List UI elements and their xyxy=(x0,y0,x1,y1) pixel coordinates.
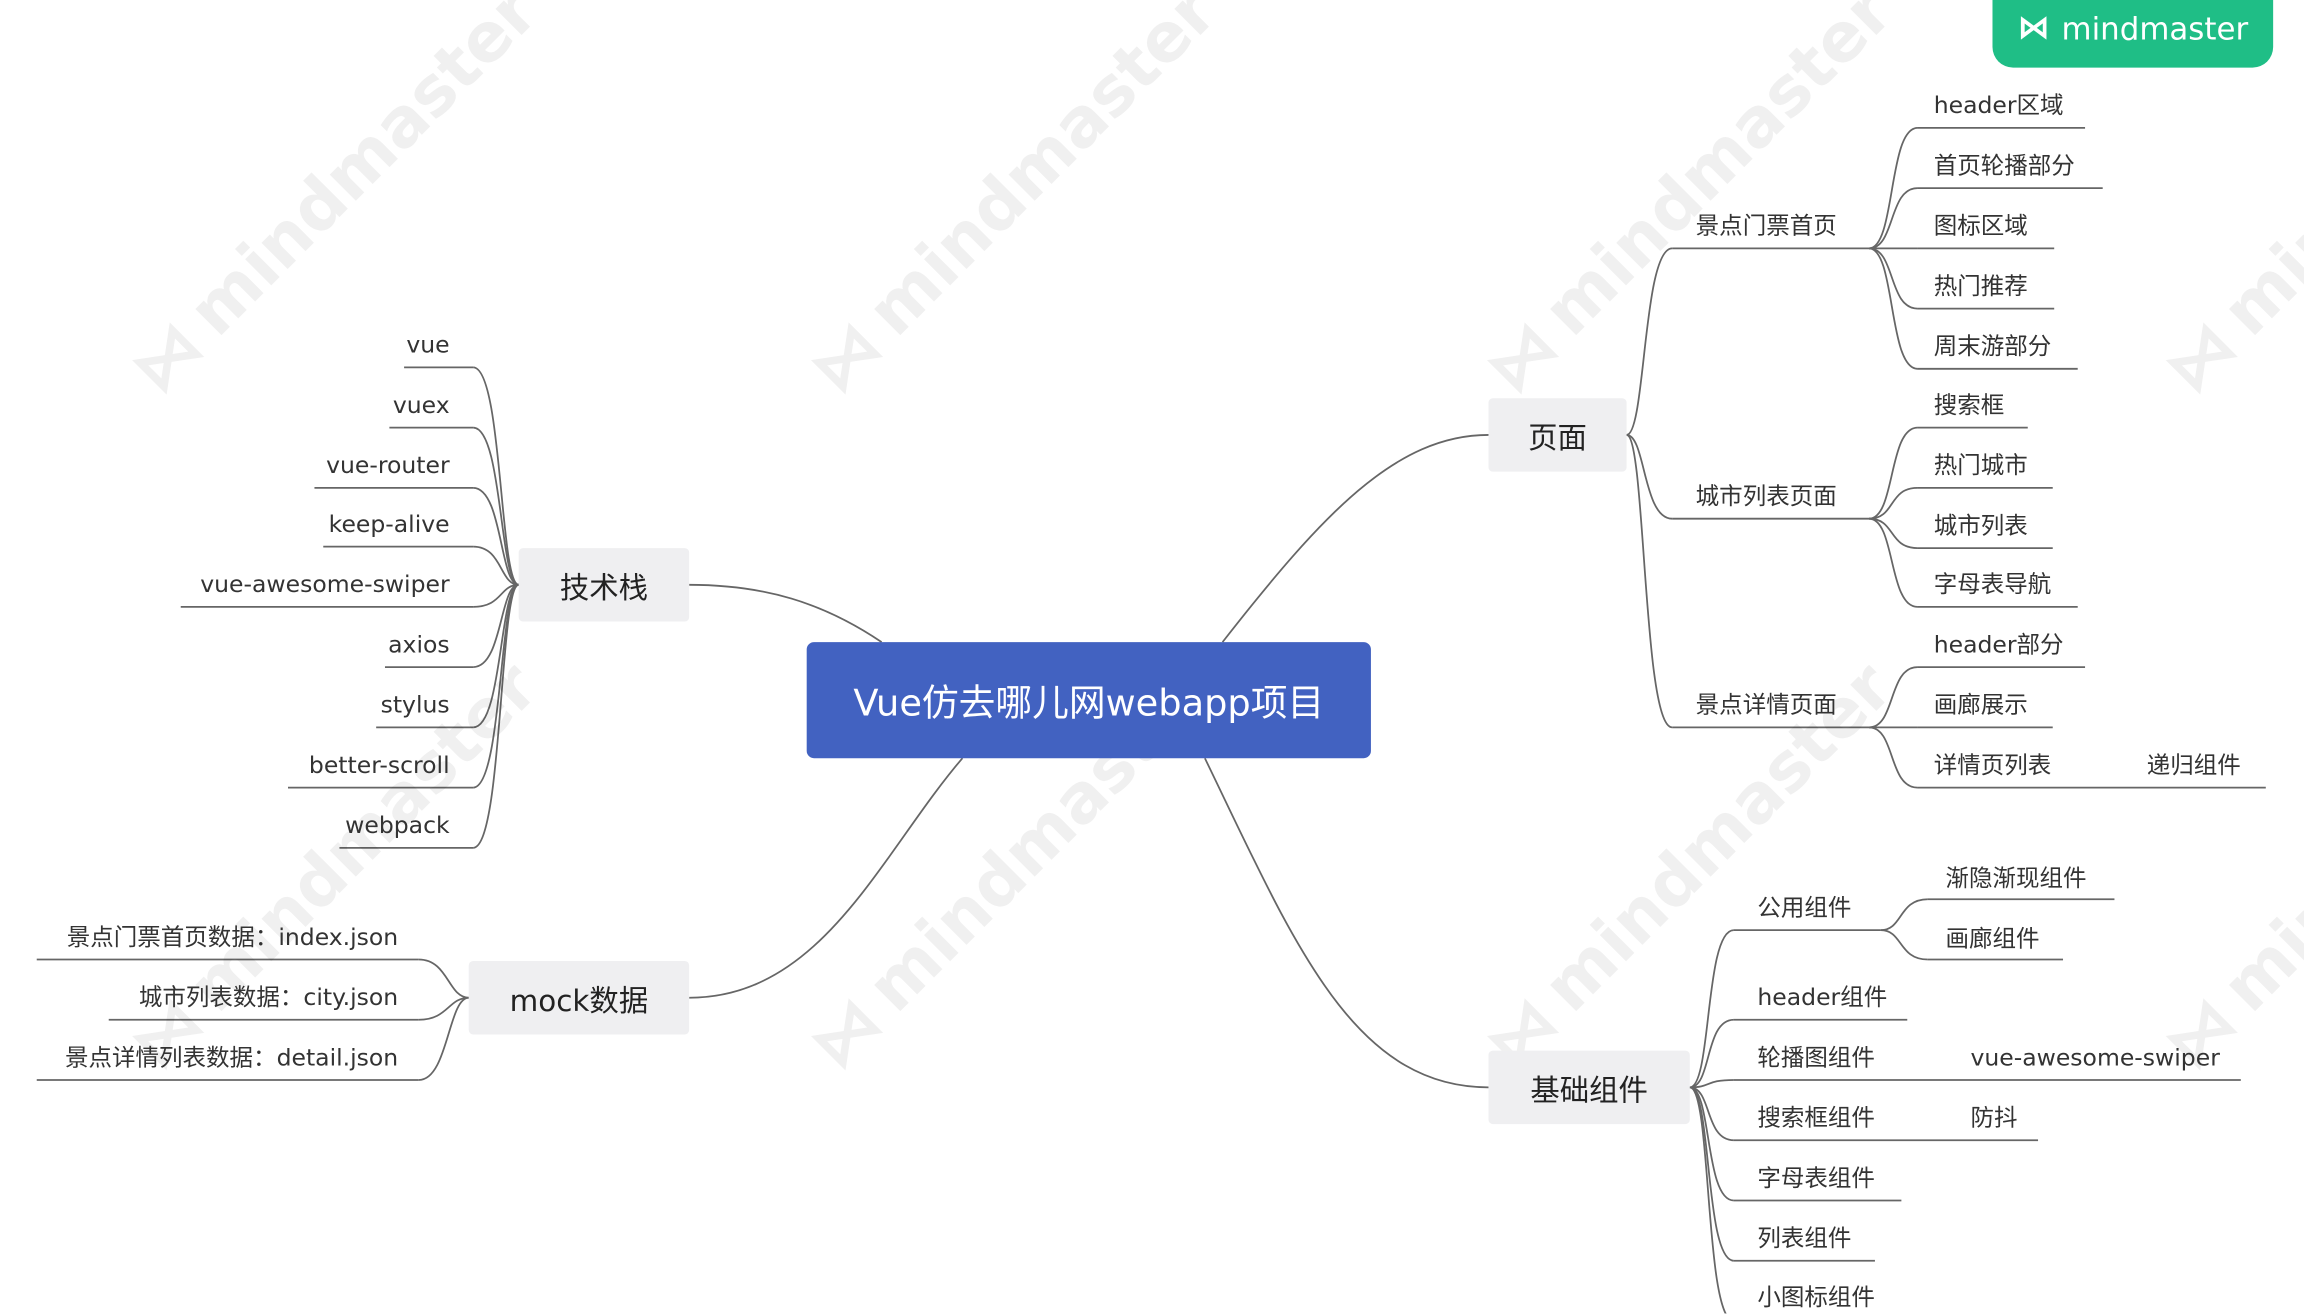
mock-item[interactable]: 景点门票首页数据：index.json xyxy=(66,922,399,951)
page-item[interactable]: header部分 xyxy=(1933,630,2064,659)
component-subitem[interactable]: 防抖 xyxy=(1970,1103,2018,1132)
mock-item[interactable]: 城市列表数据：city.json xyxy=(138,983,399,1011)
branch-tech-stack[interactable]: 技术栈 xyxy=(518,548,690,622)
branch-pages[interactable]: 页面 xyxy=(1488,398,1627,472)
page-item[interactable]: 城市列表 xyxy=(1933,511,2028,540)
page-group[interactable]: 景点详情页面 xyxy=(1695,690,1837,719)
tech-item[interactable]: better-scroll xyxy=(308,750,450,779)
component-subitem[interactable]: vue-awesome-swiper xyxy=(1970,1043,2220,1072)
page-item[interactable]: 搜索框 xyxy=(1933,390,2005,419)
page-item[interactable]: 画廊展示 xyxy=(1933,690,2028,719)
page-group[interactable]: 景点门票首页 xyxy=(1695,211,1837,240)
component-item[interactable]: header组件 xyxy=(1757,983,1888,1011)
tech-item[interactable]: vue-router xyxy=(326,451,450,480)
mindmaster-logo-icon: ⋈ xyxy=(2017,10,2050,48)
page-item[interactable]: 热门城市 xyxy=(1933,451,2028,480)
tech-item[interactable]: vue-awesome-swiper xyxy=(200,570,450,599)
component-subitem[interactable]: 画廊组件 xyxy=(1945,924,2040,953)
component-item[interactable]: 轮播图组件 xyxy=(1757,1043,1875,1072)
page-item[interactable]: 首页轮播部分 xyxy=(1933,151,2075,180)
component-item[interactable]: 小图标组件 xyxy=(1757,1282,1875,1311)
page-item[interactable]: 周末游部分 xyxy=(1933,332,2052,361)
branch-mock-data[interactable]: mock数据 xyxy=(468,960,690,1035)
branch-base-components[interactable]: 基础组件 xyxy=(1488,1050,1690,1125)
component-item[interactable]: 字母表组件 xyxy=(1757,1163,1875,1192)
tech-item[interactable]: webpack xyxy=(345,811,450,840)
mock-item[interactable]: 景点详情列表数据：detail.json xyxy=(64,1043,399,1072)
component-group[interactable]: 公用组件 xyxy=(1757,893,1852,922)
page-group[interactable]: 城市列表页面 xyxy=(1695,481,1837,510)
component-item[interactable]: 列表组件 xyxy=(1757,1224,1852,1252)
tech-item[interactable]: vuex xyxy=(392,390,450,419)
page-item[interactable]: 热门推荐 xyxy=(1933,271,2028,300)
mindmaster-brand-badge[interactable]: ⋈ mindmaster xyxy=(1992,0,2274,68)
component-subitem[interactable]: 渐隐渐现组件 xyxy=(1945,864,2087,892)
page-item[interactable]: 字母表导航 xyxy=(1933,570,2052,599)
page-item[interactable]: 图标区域 xyxy=(1933,211,2028,240)
tech-item[interactable]: keep-alive xyxy=(328,509,450,538)
brand-name: mindmaster xyxy=(2061,11,2249,48)
root-topic[interactable]: Vue仿去哪儿网webapp项目 xyxy=(806,642,1371,759)
page-subitem[interactable]: 递归组件 xyxy=(2146,750,2241,779)
page-item[interactable]: header区域 xyxy=(1933,91,2064,120)
tech-item[interactable]: axios xyxy=(388,630,450,659)
page-item[interactable]: 详情页列表 xyxy=(1933,750,2052,779)
component-item[interactable]: 搜索框组件 xyxy=(1757,1103,1875,1132)
tech-item[interactable]: stylus xyxy=(380,690,450,719)
tech-item[interactable]: vue xyxy=(406,330,450,359)
